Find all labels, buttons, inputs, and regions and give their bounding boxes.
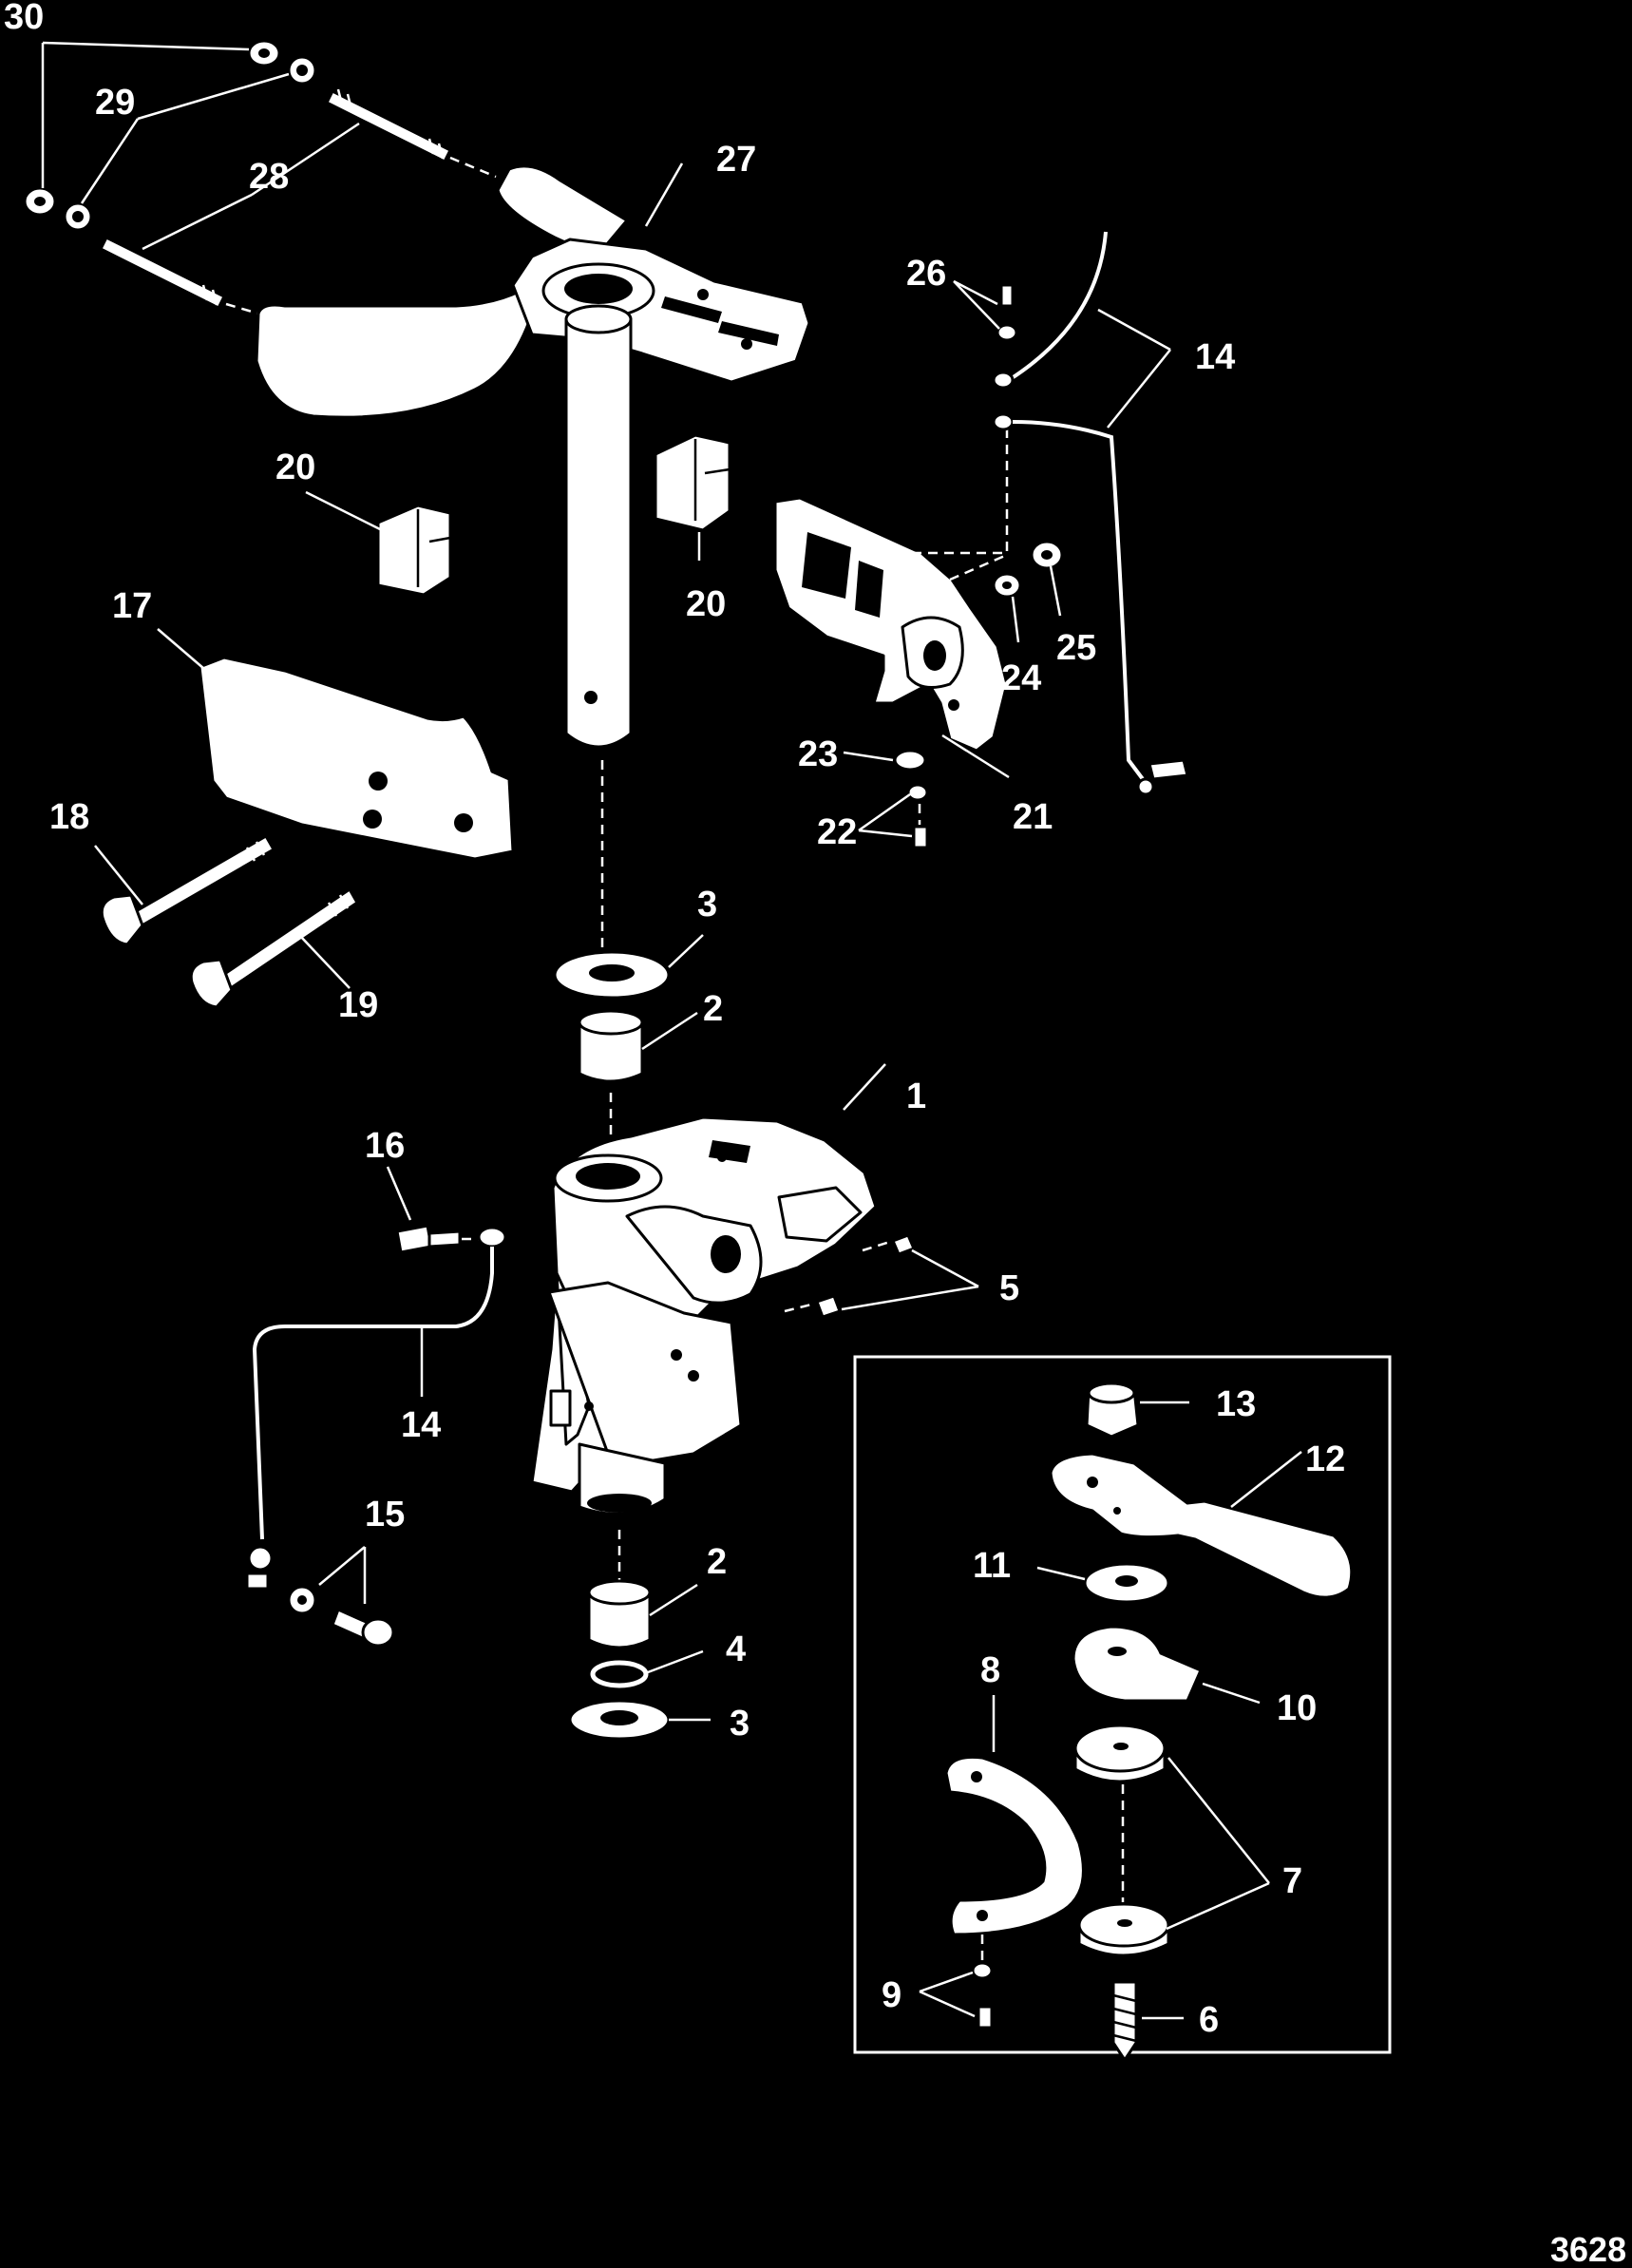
callout-7: 7 [1282,1861,1302,1901]
part-1-swivel-bracket [530,1063,886,1583]
part-14-ground-wire-right [992,231,1189,796]
part-19-bolt [189,887,359,1009]
part-25-nut [1030,540,1064,617]
callout-5: 5 [999,1268,1019,1308]
callout-18: 18 [49,797,89,837]
callout-28: 28 [249,157,289,197]
callout-16: 16 [365,1126,405,1166]
callout-3b: 3 [730,1704,750,1744]
callout-8: 8 [980,1650,1000,1690]
part-17-side-plate [157,628,515,861]
part-14-ground-wire-left [245,1226,507,1591]
part-7-washers [1073,1724,1270,1957]
part-2-bushing-upper [578,1009,698,1157]
part-23-washer [843,749,927,772]
part-26-screw-washer [953,279,1018,342]
leader-lines-21-assembly [912,418,1009,581]
callout-3a: 3 [697,885,717,924]
callout-17: 17 [112,586,152,626]
callout-9: 9 [882,1975,901,2015]
part-29-washers [63,55,317,232]
part-4-o-ring [590,1649,704,1688]
callout-19: 19 [338,985,378,1025]
part-20-pad-left [305,490,452,597]
callout-24: 24 [1001,658,1041,698]
callout-26: 26 [906,254,946,294]
part-12-lever [1049,1451,1354,1599]
part-22-screw-washer [858,783,929,849]
callout-10: 10 [1277,1688,1317,1728]
callout-15: 15 [365,1495,405,1534]
part-11-washer [1036,1562,1170,1604]
callout-21: 21 [1013,797,1053,837]
figure-number: 3628 [1550,2230,1626,2268]
callout-14b: 14 [401,1405,441,1445]
callout-27: 27 [716,140,756,180]
part-16-screw-left [386,1166,479,1254]
part-6-stud [1111,1980,1184,2062]
callout-14a: 14 [1195,337,1235,377]
part-2-bushing-lower [587,1579,698,1649]
callout-4: 4 [726,1630,746,1669]
callout-2a: 2 [703,989,723,1029]
part-10-plate [1072,1625,1261,1705]
callout-29: 29 [95,83,135,123]
part-30-nuts [23,39,281,217]
callout-20a: 20 [275,448,315,487]
callout-labels: 30 29 28 27 26 14 20 20 17 24 25 23 21 2… [4,0,1626,2268]
callout-1: 1 [906,1077,926,1116]
part-21-bracket [773,496,1010,779]
callout-22: 22 [817,812,857,852]
callout-30: 30 [4,0,44,37]
callout-13: 13 [1216,1384,1256,1424]
callout-12: 12 [1305,1439,1345,1479]
leader-lines-top-left [41,41,360,251]
part-3-washer-lower [568,1699,711,1741]
part-8-bracket [944,1695,1085,1963]
callout-23: 23 [798,734,838,774]
part-5-screws [784,1233,979,1319]
part-24-washer [992,572,1022,643]
part-18-bolt [94,834,275,946]
callout-6: 6 [1199,2000,1219,2040]
swivel-tube [564,304,633,950]
callout-20b: 20 [686,584,726,624]
part-3-washer-upper [553,934,704,1000]
part-27-upper-bracket [255,162,811,419]
part-9-screw-washer [919,1961,994,2030]
part-13-nut [1085,1382,1189,1439]
callout-2b: 2 [707,1542,727,1582]
part-28-studs [99,88,497,315]
callout-25: 25 [1056,628,1096,668]
callout-11: 11 [973,1546,1011,1586]
part-20-pad-right [654,433,731,561]
part-15-screw-washer [287,1546,395,1648]
